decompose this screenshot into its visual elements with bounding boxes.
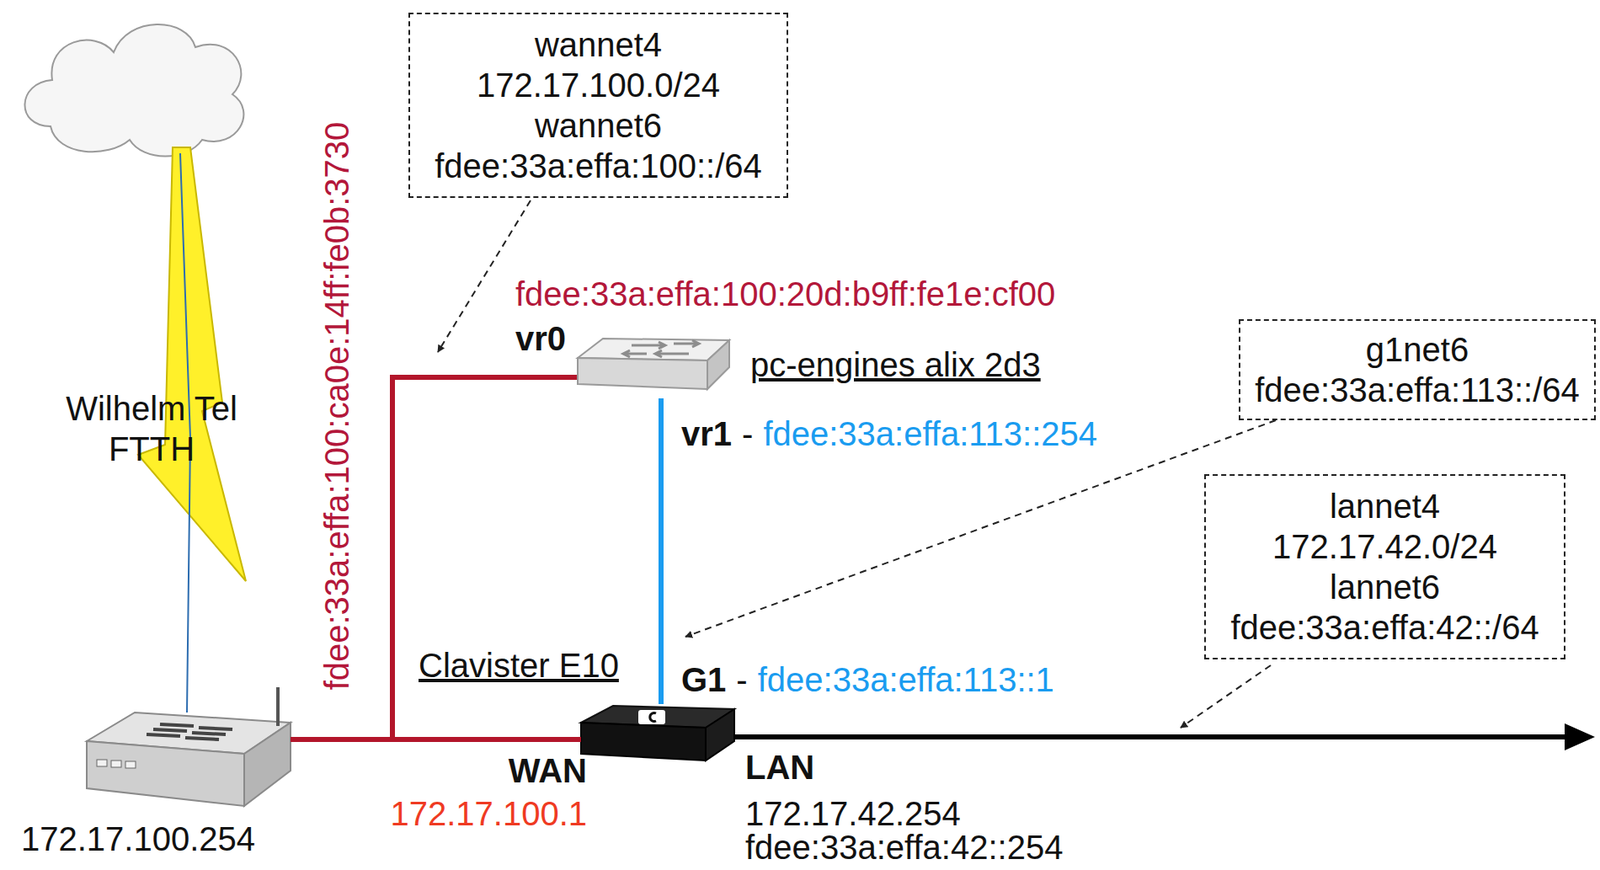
firewall-device: Clavister E10 bbox=[581, 704, 735, 761]
clavister-symbol-part bbox=[581, 722, 706, 761]
alix-symbol-part bbox=[707, 340, 730, 390]
router-symbol-part bbox=[146, 724, 233, 740]
interface-name: WAN bbox=[508, 751, 587, 790]
device-name: 172.17.100.254 bbox=[21, 819, 256, 859]
subnet-text: 172.17.42.0/24 bbox=[1229, 526, 1541, 567]
modem-device: 172.17.100.254 bbox=[86, 704, 291, 806]
clavister-symbol-part bbox=[638, 709, 666, 725]
separator: - bbox=[736, 660, 747, 699]
alix-symbol-part-part bbox=[673, 340, 699, 347]
router-symbol-part bbox=[276, 687, 280, 726]
clavister-symbol bbox=[581, 705, 735, 761]
alix-symbol bbox=[577, 338, 730, 390]
alix-symbol-part-part bbox=[631, 341, 666, 349]
router-symbol-part-part bbox=[111, 760, 122, 768]
interface-name: LAN bbox=[745, 747, 815, 787]
router-symbol-part-part bbox=[192, 732, 226, 735]
address-label: fdee:33a:effa:113::254 bbox=[762, 414, 1098, 454]
router-symbol-part-part bbox=[185, 737, 219, 740]
subnet-text: fdee:33a:effa:100::/64 bbox=[433, 145, 763, 187]
leader-arrow-part bbox=[1180, 665, 1271, 728]
subnet-box: lannet4172.17.42.0/24lannet6fdee:33a:eff… bbox=[1204, 474, 1566, 660]
address-label: fdee:33a:effa:42::254 bbox=[745, 827, 1063, 867]
leader-arrow-part bbox=[685, 420, 1276, 637]
alix-symbol-part-part bbox=[623, 350, 647, 358]
subnet-text: wannet4 bbox=[433, 24, 763, 65]
router-symbol-part bbox=[244, 722, 291, 806]
router-symbol bbox=[86, 687, 291, 806]
router-symbol-part-part bbox=[160, 724, 194, 726]
address-label: 172.17.42.254 bbox=[745, 794, 961, 833]
subnet-text: wannet6 bbox=[433, 105, 763, 146]
interface-name: vr0 bbox=[515, 319, 566, 358]
address-label: fdee:33a:effa:100:ca0e:14ff:fe0b:3730 bbox=[317, 122, 357, 691]
router-symbol-part bbox=[86, 741, 245, 806]
device-name: pc-engines alix 2d3 bbox=[750, 345, 1041, 384]
alix-symbol-part bbox=[577, 338, 730, 361]
subnet-text: 172.17.100.0/24 bbox=[433, 64, 763, 106]
lan-arrow-part bbox=[1564, 723, 1595, 751]
interface-name: vr1 bbox=[681, 414, 732, 454]
subnet-text: lannet6 bbox=[1229, 566, 1541, 608]
router-device: pc-engines alix 2d3 bbox=[576, 336, 730, 399]
lan-arrow-part bbox=[734, 734, 1568, 740]
router-symbol-part-part bbox=[146, 734, 181, 736]
address-label: fdee:33a:effa:113::1 bbox=[757, 660, 1055, 699]
alix-symbol-part bbox=[623, 340, 699, 358]
lan-arrow bbox=[734, 723, 1595, 751]
subnet-text: lannet4 bbox=[1229, 485, 1541, 527]
cloud bbox=[24, 24, 244, 157]
interface-name: G1 bbox=[681, 660, 726, 699]
clavister-symbol-part bbox=[705, 709, 735, 761]
router-symbol-part bbox=[96, 759, 136, 768]
address-label: 172.17.100.1 bbox=[389, 794, 587, 833]
clavister-symbol-part bbox=[650, 713, 656, 722]
router-symbol-part-part bbox=[198, 727, 233, 730]
separator: - bbox=[741, 414, 753, 454]
alix-symbol-part-part bbox=[655, 350, 689, 358]
lightning-bolt-part bbox=[138, 147, 246, 582]
router-symbol-part-part bbox=[96, 759, 107, 767]
subnet-text: fdee:33a:effa:113::/64 bbox=[1253, 369, 1581, 411]
router-symbol-part-part bbox=[125, 761, 136, 768]
lightning-bolt bbox=[138, 147, 246, 582]
subnet-box: g1net6fdee:33a:effa:113::/64 bbox=[1238, 319, 1596, 421]
alix-symbol-part bbox=[577, 357, 708, 390]
subnet-box: wannet4172.17.100.0/24wannet6fdee:33a:ef… bbox=[408, 12, 789, 198]
cloud-part bbox=[24, 24, 244, 157]
network-link bbox=[658, 398, 664, 704]
router-symbol-part-part bbox=[153, 729, 187, 731]
subnet-text: g1net6 bbox=[1253, 329, 1581, 370]
subnet-text: fdee:33a:effa:42::/64 bbox=[1229, 607, 1541, 648]
address-label: fdee:33a:effa:100:20d:b9ff:fe1e:cf00 bbox=[515, 274, 1056, 314]
provider-label: Wilhelm Tel FTTH bbox=[53, 388, 250, 470]
device-name: Clavister E10 bbox=[418, 645, 619, 685]
